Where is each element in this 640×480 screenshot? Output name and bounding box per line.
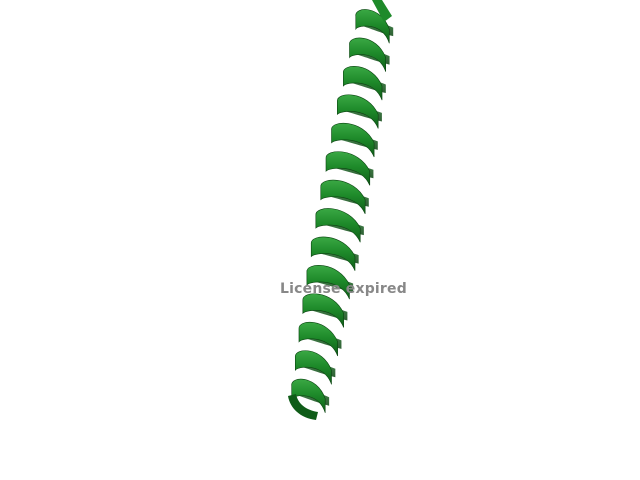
helix-front-segment	[320, 179, 366, 214]
helix-terminal-tail	[372, 0, 392, 22]
helix-front-segment	[298, 321, 338, 357]
helix-back-turns	[291, 16, 394, 406]
helix-front-segment	[294, 350, 332, 385]
helix-front-turns	[288, 0, 392, 420]
helix-front-segment	[343, 66, 383, 101]
helix-terminal-end	[288, 394, 318, 420]
helix-front-segment	[331, 122, 375, 158]
license-watermark: License expired	[280, 281, 407, 297]
helix-front-segment	[302, 293, 344, 328]
helix-front-segment	[306, 265, 350, 300]
helix-front-segment	[315, 208, 361, 243]
helix-front-segment	[349, 37, 387, 72]
helix-front-segment	[325, 151, 371, 186]
helix-front-segment	[310, 236, 356, 271]
helix-front-segment	[355, 9, 390, 44]
helix-front-segment	[337, 94, 379, 129]
